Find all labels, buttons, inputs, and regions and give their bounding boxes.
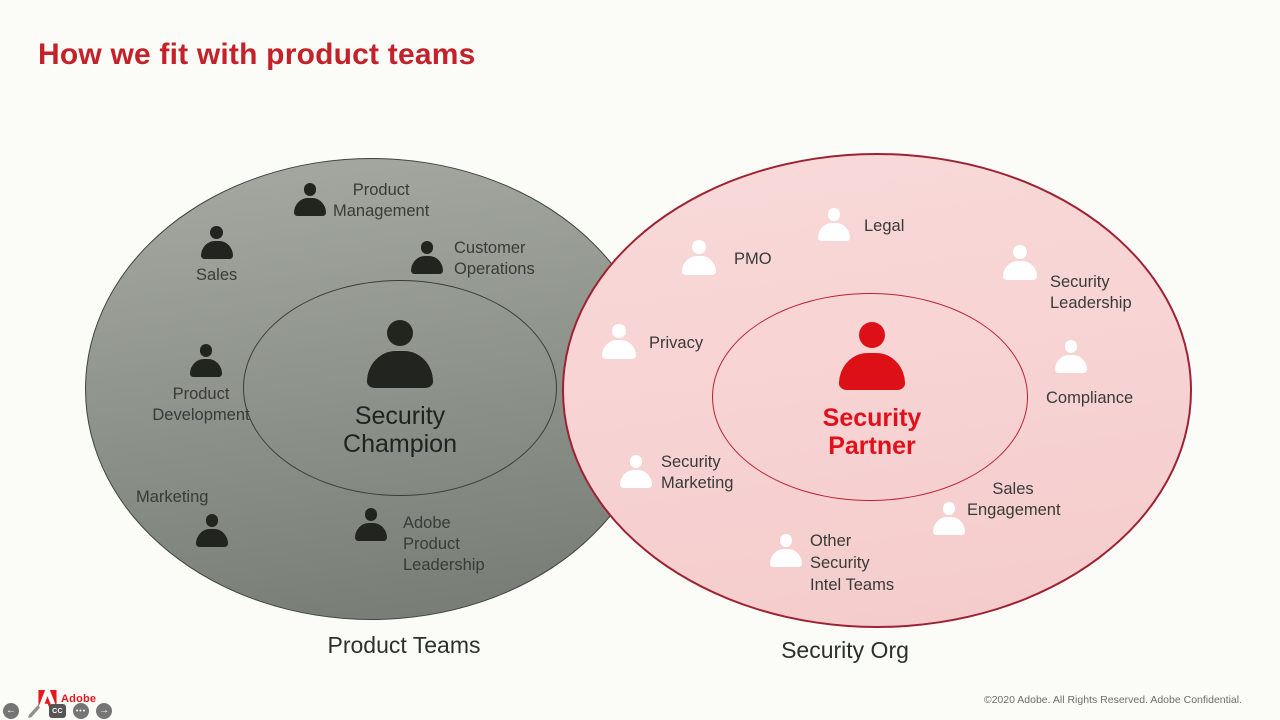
member-label: Adobe Product Leadership bbox=[403, 514, 485, 574]
member-sales: Sales bbox=[196, 226, 237, 286]
member-label: Security Marketing bbox=[661, 453, 734, 492]
member-label: Other Security Intel Teams bbox=[810, 532, 895, 594]
person-icon bbox=[1003, 245, 1037, 283]
security-champion-label: Security Champion bbox=[343, 402, 457, 458]
more-options-button[interactable]: ••• bbox=[73, 703, 89, 719]
copyright-text: ©2020 Adobe. All Rights Reserved. Adobe … bbox=[983, 694, 1242, 706]
cc-icon: CC bbox=[52, 707, 63, 715]
member-label: Privacy bbox=[649, 333, 704, 352]
member-legal: Legal bbox=[818, 208, 904, 244]
person-icon bbox=[294, 183, 326, 219]
person-icon bbox=[367, 320, 433, 394]
member-label: Security Leadership bbox=[1050, 273, 1132, 312]
member-label: Customer Operations bbox=[454, 239, 535, 278]
person-icon bbox=[933, 502, 965, 538]
member-label: PMO bbox=[734, 249, 772, 268]
slide-title: How we fit with product teams bbox=[38, 38, 476, 71]
person-icon bbox=[190, 344, 222, 380]
member-label: Sales Engagement bbox=[967, 480, 1061, 519]
member-security-leadership: Security Leadership bbox=[1003, 245, 1153, 320]
person-icon bbox=[355, 508, 387, 544]
member-product-development: Product Development bbox=[140, 344, 262, 426]
prev-slide-button[interactable]: ← bbox=[3, 703, 19, 719]
person-icon bbox=[411, 241, 443, 277]
member-label: Marketing bbox=[136, 488, 209, 506]
member-product-management: Product Management bbox=[294, 180, 429, 222]
member-adobe-product-leadership: Adobe Product Leadership bbox=[355, 508, 485, 576]
security-partner-label: Security Partner bbox=[822, 404, 922, 460]
member-label: Compliance bbox=[1046, 389, 1134, 407]
security-champion-ellipse bbox=[243, 280, 557, 496]
security-partner-group: Security Partner bbox=[792, 322, 952, 460]
person-icon bbox=[620, 455, 652, 491]
edit-icon bbox=[27, 705, 40, 718]
member-label: Sales bbox=[196, 266, 238, 284]
adobe-logo: Adobe bbox=[38, 690, 96, 707]
member-marketing: Marketing bbox=[136, 487, 228, 550]
person-icon bbox=[818, 208, 850, 244]
product-teams-caption: Product Teams bbox=[327, 632, 481, 658]
member-label: Legal bbox=[864, 216, 905, 235]
member-label: Product Management bbox=[333, 181, 430, 220]
member-other-security-intel-teams: Other Security Intel Teams bbox=[770, 530, 900, 600]
security-champion-group: Security Champion bbox=[320, 320, 480, 458]
edit-button[interactable] bbox=[26, 703, 42, 719]
member-compliance: Compliance bbox=[1046, 340, 1133, 409]
member-security-marketing: Security Marketing bbox=[620, 452, 733, 494]
adobe-logo-text: Adobe bbox=[61, 693, 97, 705]
person-icon bbox=[770, 534, 802, 570]
member-sales-engagement: Sales Engagement bbox=[933, 479, 1063, 541]
person-icon bbox=[682, 240, 716, 278]
more-icon: ••• bbox=[75, 707, 87, 715]
member-privacy: Privacy bbox=[602, 324, 703, 362]
person-icon bbox=[839, 322, 905, 396]
person-icon bbox=[196, 514, 228, 550]
next-icon: → bbox=[99, 705, 109, 716]
member-pmo: PMO bbox=[682, 240, 772, 278]
viewer-controls: ← CC ••• → bbox=[3, 703, 112, 719]
security-org-caption: Security Org bbox=[781, 637, 909, 663]
member-customer-operations: Customer Operations bbox=[411, 238, 535, 280]
person-icon bbox=[200, 226, 233, 262]
prev-icon: ← bbox=[6, 705, 16, 716]
person-icon bbox=[602, 324, 636, 362]
person-icon bbox=[1055, 340, 1087, 376]
next-slide-button[interactable]: → bbox=[96, 703, 112, 719]
member-label: Product Development bbox=[152, 385, 250, 424]
security-partner-ellipse bbox=[712, 293, 1028, 501]
closed-captions-button[interactable]: CC bbox=[49, 704, 66, 718]
